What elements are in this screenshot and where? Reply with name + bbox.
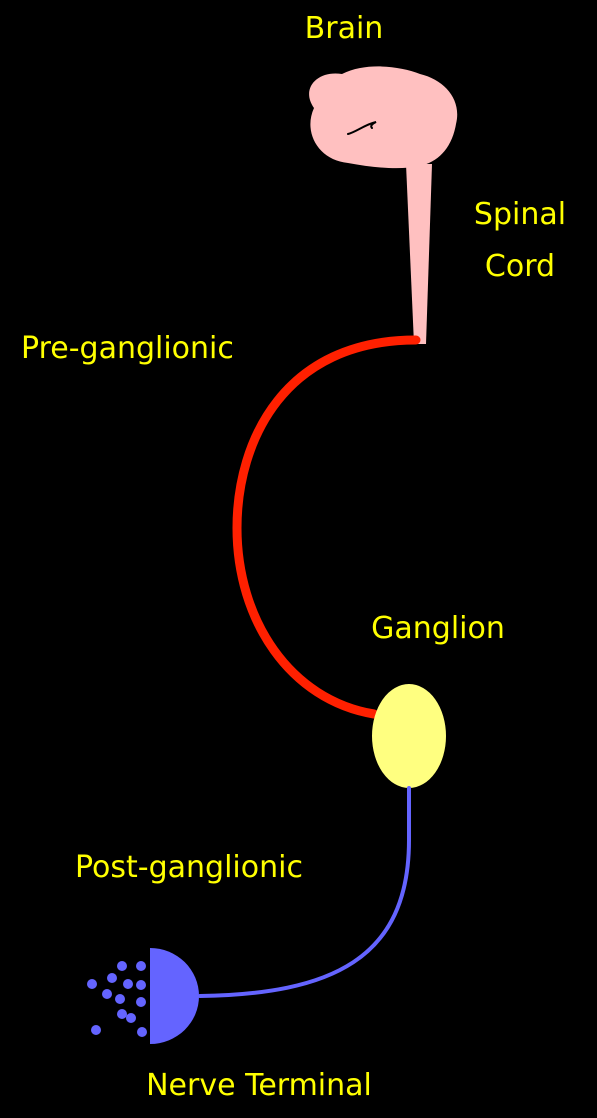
- brain-shape: [309, 66, 458, 169]
- vesicle: [137, 1027, 147, 1037]
- brain-fissure: [347, 121, 377, 135]
- nerve-terminal-label: Nerve Terminal: [146, 1068, 372, 1103]
- spinal-cord: [406, 164, 432, 344]
- vesicle: [107, 973, 117, 983]
- vesicle: [136, 980, 146, 990]
- nerve-terminal-bouton: [150, 948, 199, 1044]
- post-ganglionic-label: Post-ganglionic: [75, 850, 303, 885]
- brain-label: Brain: [305, 11, 384, 46]
- ganglion-body: [372, 684, 446, 788]
- neurotransmitter-dots: [87, 961, 147, 1037]
- spinal-cord-label-line1: Spinal: [474, 197, 566, 232]
- vesicle: [136, 961, 146, 971]
- vesicle: [117, 961, 127, 971]
- vesicle: [87, 979, 97, 989]
- vesicle: [102, 989, 112, 999]
- pre-ganglionic-label: Pre-ganglionic: [21, 331, 234, 366]
- ganglion-label: Ganglion: [371, 611, 505, 646]
- pre-ganglionic-fiber: [232, 335, 421, 719]
- vesicle: [117, 1009, 127, 1019]
- spinal-cord-label-line2: Cord: [485, 249, 555, 284]
- vesicle: [126, 1013, 136, 1023]
- vesicle: [136, 997, 146, 1007]
- vesicle: [115, 994, 125, 1004]
- vesicle: [91, 1025, 101, 1035]
- vesicle: [123, 979, 133, 989]
- post-ganglionic-fiber: [198, 786, 411, 998]
